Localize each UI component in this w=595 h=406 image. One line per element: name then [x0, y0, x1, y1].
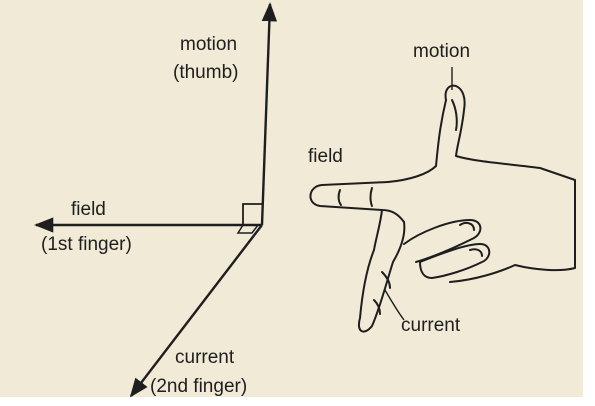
motion-axis-arrow: [262, 4, 270, 225]
axis-current-label: current: [175, 347, 234, 369]
little-finger: [420, 244, 489, 278]
axis-field-sub-label: (1st finger): [41, 234, 132, 256]
axis-motion-label: motion: [180, 34, 237, 56]
hand-illustration: [310, 86, 575, 332]
index-finger: [310, 182, 404, 222]
thumb-outline: [446, 86, 575, 282]
middle-knuckle-lines: [374, 272, 390, 314]
little-finger-nail: [470, 249, 482, 256]
ring-finger: [404, 220, 480, 262]
axis-motion-sub-label: (thumb): [173, 62, 238, 84]
index-knuckle-lines: [339, 188, 372, 206]
middle-finger: [359, 210, 404, 332]
axis-current-sub-label: (2nd finger): [150, 376, 247, 398]
current-axis-arrow: [131, 225, 262, 396]
hand-field-label: field: [308, 146, 343, 168]
thumb-inner-edge: [388, 100, 446, 182]
scan-border-right: [583, 0, 595, 406]
right-angle-marker: [243, 204, 263, 225]
scan-border-bottom: [0, 397, 595, 406]
thumb-crease: [452, 100, 457, 130]
ring-finger-nail: [460, 223, 474, 230]
hand-current-label: current: [401, 315, 460, 337]
axis-field-label: field: [71, 199, 106, 221]
hand-motion-label: motion: [413, 41, 470, 63]
label-leaders: [385, 67, 452, 320]
